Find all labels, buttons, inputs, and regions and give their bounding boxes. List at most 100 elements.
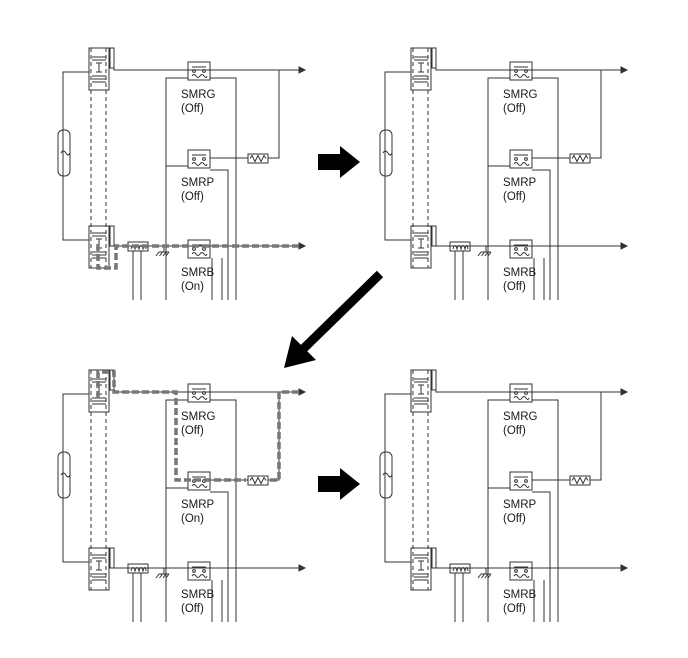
smrg-coil-wire: [532, 77, 559, 300]
smrp-state: (Off): [503, 513, 526, 525]
circuit-panel-p4: SMRG (Off) SMRP (Off) SMRB (Off): [379, 369, 629, 622]
smrb-label: SMRB: [503, 589, 537, 601]
smrb-relay-icon: [509, 561, 533, 581]
smrb-label: SMRB: [181, 267, 215, 279]
smrg-label: SMRG: [503, 89, 538, 101]
smrp-label: SMRP: [503, 499, 537, 511]
output-arrow-top: [620, 388, 629, 396]
battery-cell-icon: [91, 56, 107, 83]
cell-bracket: [431, 547, 437, 569]
precharge-resistor-icon: [247, 475, 269, 486]
resistor-to-bus: [268, 70, 280, 159]
arrow-right-icon: [318, 146, 360, 178]
smrg-label: SMRG: [181, 89, 216, 101]
smrp-coil-wire: [210, 491, 229, 622]
battery-cell-top: [88, 369, 110, 413]
resistor-to-bus: [590, 392, 602, 481]
resistor-to-bus: [590, 70, 602, 159]
smrg-relay-icon: [509, 383, 533, 403]
ground-icon: [155, 567, 170, 579]
smrg-coil-wire: [210, 77, 237, 300]
precharge-resistor-icon: [247, 153, 269, 164]
positive-line: [113, 56, 303, 71]
smrg-coil-wire: [487, 399, 510, 622]
precharge-resistor-icon: [569, 153, 591, 164]
service-plug-fuse: [379, 451, 393, 499]
output-arrow-top: [620, 66, 629, 74]
smrb-state: (Off): [503, 603, 526, 615]
battery-cell-icon: [91, 554, 107, 581]
smrp-label: SMRP: [503, 177, 537, 189]
cell-bracket: [431, 369, 437, 391]
arrow-diagonal-icon: [284, 336, 316, 368]
smrg-coil-wire: [165, 77, 188, 300]
fuse-icon: [382, 150, 393, 156]
output-arrow-bottom: [620, 564, 629, 572]
negative-line: [435, 240, 625, 247]
service-plug-fuse: [57, 451, 71, 499]
smrp-coil-wire: [210, 169, 229, 300]
smrg-coil-wire: [165, 399, 188, 622]
battery-cell-bottom: [410, 547, 432, 591]
negative-line: [113, 562, 303, 569]
fuse-icon: [60, 150, 71, 156]
smrg-state: (Off): [181, 103, 204, 115]
positive-line: [435, 378, 625, 393]
service-plug-fuse: [57, 129, 71, 177]
smrg-relay-icon: [509, 61, 533, 81]
battery-outline: [384, 393, 411, 563]
smrp-coil-wire: [532, 491, 551, 622]
arrow-layer: [284, 146, 384, 500]
battery-cell-top: [88, 47, 110, 91]
cell-bracket: [431, 47, 437, 69]
smrg-coil-wire: [532, 399, 559, 622]
smrg-state: (Off): [181, 425, 204, 437]
smrg-coil-wire: [487, 77, 510, 300]
negative-line: [113, 240, 303, 247]
output-arrow-top: [298, 66, 307, 74]
ground-icon: [477, 567, 492, 579]
fuse-icon: [60, 472, 71, 478]
cell-bracket: [109, 47, 115, 69]
smrg-relay-icon: [187, 61, 211, 81]
battery-cell-icon: [413, 232, 429, 259]
smrp-state: (Off): [181, 191, 204, 203]
smrg-label: SMRG: [503, 411, 538, 423]
ground-icon: [477, 245, 492, 257]
current-path-highlight: [96, 244, 300, 270]
circuit-panel-p2: SMRG(Off)SMRP(Off)SMRB(Off): [379, 47, 629, 300]
circuit-panel-p3: SMRG(Off)SMRP(On)SMRB(Off): [57, 369, 307, 622]
smrb-state: (On): [181, 281, 204, 293]
output-arrow-bottom: [620, 242, 629, 250]
current-path-highlight: [96, 370, 246, 482]
circuit-panel-p1: SMRG(Off)SMRP(Off)SMRB(On): [57, 47, 307, 300]
smrb-relay-icon: [509, 239, 533, 259]
fuse-icon: [382, 472, 393, 478]
arrow-right-icon: [318, 468, 360, 500]
smrg-coil-wire: [210, 399, 237, 622]
battery-cell-icon: [413, 56, 429, 83]
smrb-relay-icon: [187, 239, 211, 259]
battery-outline: [62, 393, 89, 563]
arrow-diagonal-shaft: [296, 270, 384, 356]
smrg-state: (Off): [503, 425, 526, 437]
battery-cell-icon: [413, 378, 429, 405]
battery-outline: [384, 71, 411, 241]
smrb-state: (Off): [503, 281, 526, 293]
negative-line: [435, 562, 625, 569]
positive-line: [113, 378, 303, 393]
battery-cell-bottom: [88, 547, 110, 591]
smrb-label: SMRB: [181, 589, 215, 601]
smrp-relay-icon: [509, 149, 533, 169]
smrp-relay-icon: [509, 471, 533, 491]
smrg-state: (Off): [503, 103, 526, 115]
cell-bracket: [109, 547, 115, 569]
smrp-state: (Off): [503, 191, 526, 203]
smrp-state: (On): [181, 513, 204, 525]
cell-bracket: [431, 225, 437, 247]
service-plug-fuse: [379, 129, 393, 177]
battery-outline: [62, 71, 89, 241]
smrg-relay-icon: [187, 383, 211, 403]
smrp-relay-icon: [187, 149, 211, 169]
